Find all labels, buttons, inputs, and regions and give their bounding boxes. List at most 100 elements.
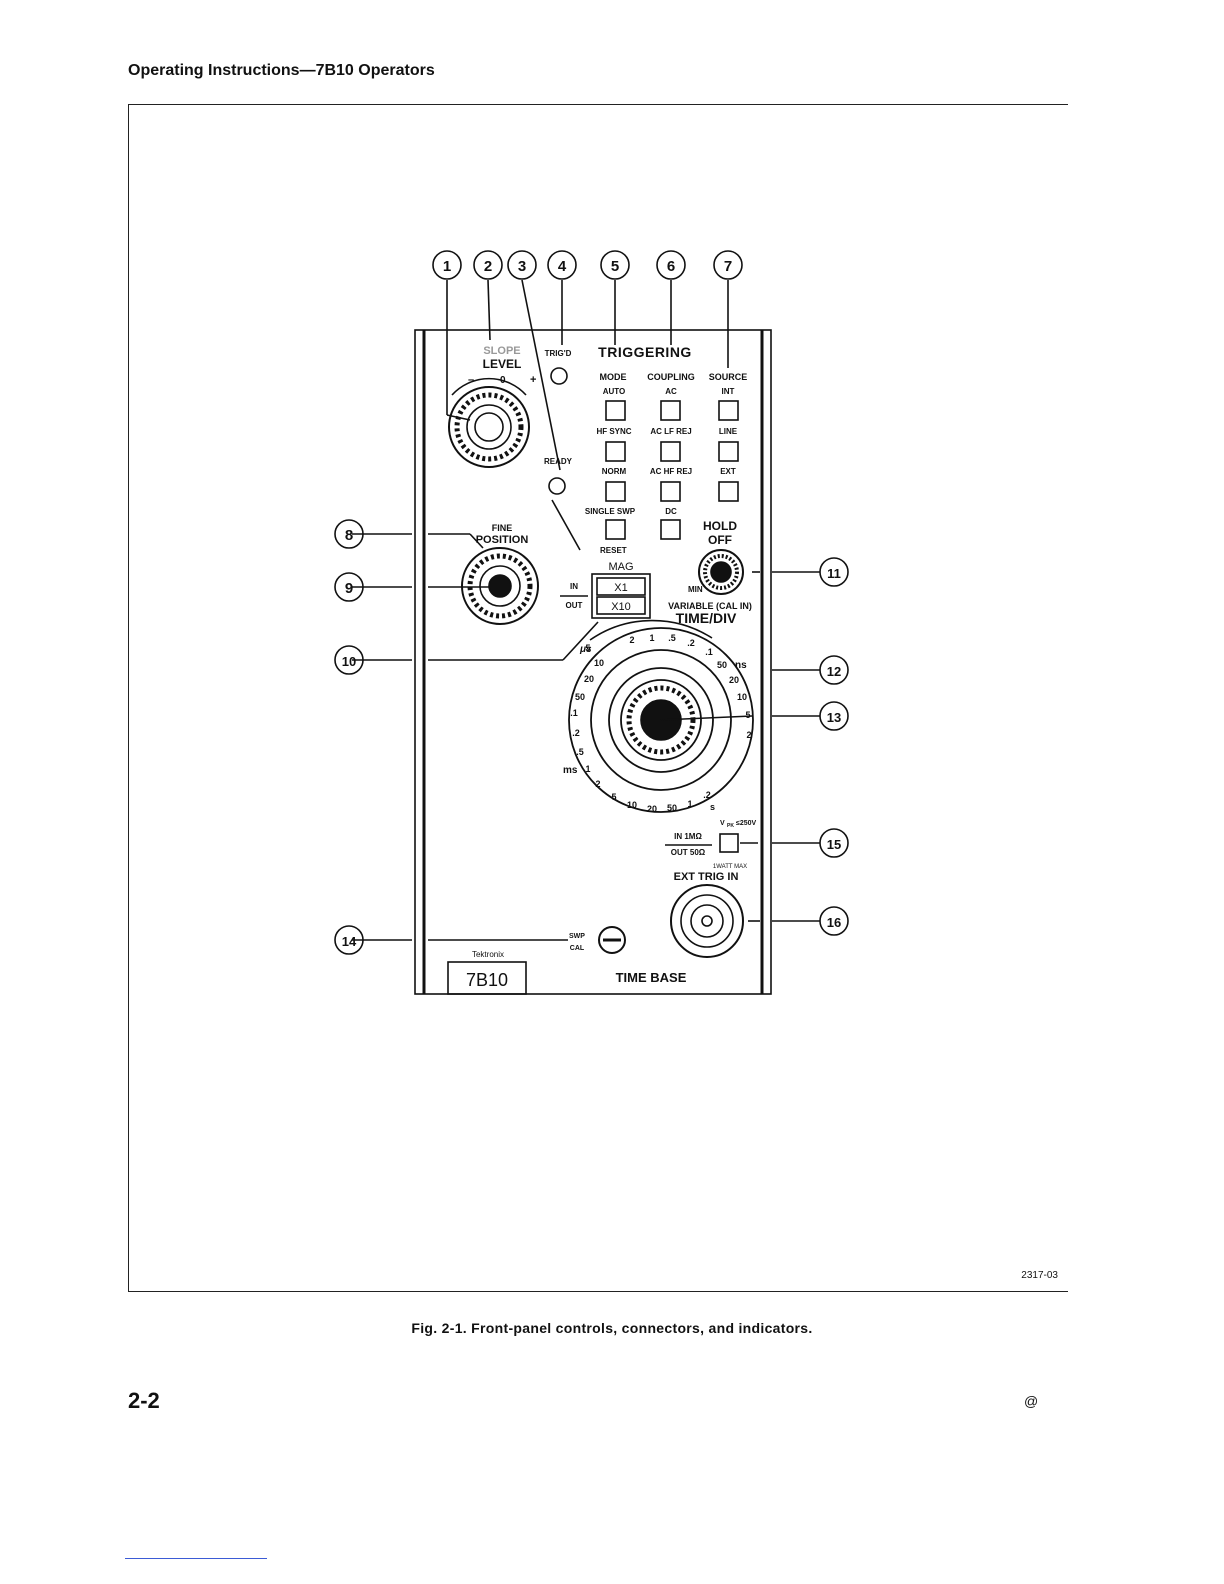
- off-label: OFF: [708, 533, 732, 547]
- reset-label: RESET: [600, 546, 627, 555]
- cal-label: CAL: [570, 945, 585, 952]
- dial-value: .2: [572, 728, 580, 738]
- dial-value: 50: [717, 660, 727, 670]
- figure-caption: Fig. 2-1. Front-panel controls, connecto…: [411, 1320, 813, 1336]
- dial-value: 10: [594, 658, 604, 668]
- position-label: POSITION: [476, 534, 529, 546]
- triggering-label: TRIGGERING: [598, 344, 692, 360]
- callout-11: 11: [827, 566, 841, 581]
- ms-label: ms: [563, 765, 578, 776]
- page-header: Operating Instructions—7B10 Operators: [128, 62, 435, 79]
- copyright-mark: @: [1024, 1393, 1039, 1409]
- dial-value: 5: [585, 643, 590, 653]
- figure-number: 2317-03: [1021, 1270, 1058, 1281]
- ready-label: READY: [544, 457, 573, 466]
- mag-in-label: IN: [570, 582, 578, 591]
- dial-value: 20: [647, 804, 657, 814]
- callout-8: 8: [345, 527, 353, 544]
- int-label: INT: [722, 387, 735, 396]
- s-label: s: [710, 802, 715, 812]
- model-label: 7B10: [466, 970, 508, 990]
- ac-label: AC: [665, 387, 677, 396]
- ac-hf-rej-label: AC HF REJ: [650, 467, 692, 476]
- ac-lf-rej-label: AC LF REJ: [650, 427, 691, 436]
- trigd-label: TRIG'D: [545, 349, 572, 358]
- vpk-label: V: [720, 820, 725, 827]
- slope-label: SLOPE: [483, 345, 520, 357]
- coupling-label: COUPLING: [647, 372, 695, 382]
- dial-value: .1: [570, 708, 578, 718]
- dial-value: 2: [746, 730, 751, 740]
- level-plus: +: [530, 374, 536, 386]
- dc-label: DC: [665, 507, 677, 516]
- dial-value: 1: [687, 799, 692, 809]
- front-panel-diagram: 1 2 3 4 5 6 7 8 9 10 11 12 13 14 15 16 S…: [334, 250, 849, 995]
- panel-outline: [414, 329, 772, 995]
- callout-13: 13: [827, 710, 841, 725]
- auto-label: AUTO: [603, 387, 626, 396]
- callout-12: 12: [827, 664, 841, 679]
- x1-label: X1: [614, 582, 627, 594]
- callout-5: 5: [611, 258, 619, 275]
- fine-label: FINE: [492, 523, 513, 533]
- x10-label: X10: [611, 601, 631, 613]
- vpk-value: ≤250V: [736, 820, 757, 827]
- time-base-label: TIME BASE: [616, 970, 687, 985]
- callout-10: 10: [342, 654, 356, 669]
- vpk-sub-label: PK: [727, 823, 734, 829]
- callout-1: 1: [443, 258, 451, 275]
- source-label: SOURCE: [709, 372, 748, 382]
- dial-value: .5: [668, 633, 676, 643]
- dial-value: 5: [745, 710, 750, 720]
- callout-2: 2: [484, 258, 492, 275]
- time-div-label: TIME/DIV: [676, 610, 737, 626]
- dial-value: 50: [575, 692, 585, 702]
- hf-sync-label: HF SYNC: [596, 427, 631, 436]
- dial-value: 1: [649, 633, 654, 643]
- dial-value: 20: [584, 674, 594, 684]
- dial-value: 2: [629, 635, 634, 645]
- norm-label: NORM: [602, 467, 627, 476]
- dial-value: 50: [667, 803, 677, 813]
- dial-value: .2: [687, 638, 695, 648]
- brand-label: Tektronix: [472, 950, 504, 959]
- mag-out-label: OUT: [566, 601, 583, 610]
- min-label: MIN: [688, 585, 703, 594]
- mode-label: MODE: [600, 372, 627, 382]
- callout-3: 3: [518, 258, 526, 275]
- callout-9: 9: [345, 580, 353, 597]
- dial-value: 1: [585, 764, 590, 774]
- us-label: μs: [579, 644, 592, 655]
- level-minus: –: [468, 374, 474, 386]
- ext-label: EXT: [720, 467, 736, 476]
- line-label: LINE: [719, 427, 738, 436]
- watt-label: 1WATT MAX: [713, 864, 747, 870]
- mag-label: MAG: [608, 561, 633, 573]
- in-1m-label: IN 1MΩ: [674, 832, 702, 841]
- callout-4: 4: [558, 258, 567, 275]
- dial-value: 20: [729, 675, 739, 685]
- dial-value: .5: [576, 747, 584, 757]
- level-label: LEVEL: [483, 357, 522, 371]
- ext-trig-in-label: EXT TRIG IN: [674, 871, 739, 883]
- hold-label: HOLD: [703, 519, 737, 533]
- dial-value: 5: [611, 792, 616, 802]
- ns-label: ns: [735, 660, 747, 671]
- dial-value: .1: [705, 647, 713, 657]
- figure-frame: [128, 104, 1068, 1292]
- callout-15: 15: [827, 837, 841, 852]
- dial-value: 2: [595, 779, 600, 789]
- callout-16: 16: [827, 915, 841, 930]
- dial-value: 10: [627, 800, 637, 810]
- single-swp-label: SINGLE SWP: [585, 507, 636, 516]
- page-number: 2-2: [128, 1388, 160, 1413]
- variable-label: VARIABLE (CAL IN): [668, 601, 752, 611]
- footer-rule: [125, 1558, 267, 1559]
- swp-label: SWP: [569, 933, 585, 940]
- out-50-label: OUT 50Ω: [671, 848, 706, 857]
- level-zero: 0: [500, 375, 506, 386]
- callout-6: 6: [667, 258, 675, 275]
- dial-value: 10: [737, 692, 747, 702]
- dial-value: .2: [703, 790, 711, 800]
- callout-14: 14: [342, 934, 357, 949]
